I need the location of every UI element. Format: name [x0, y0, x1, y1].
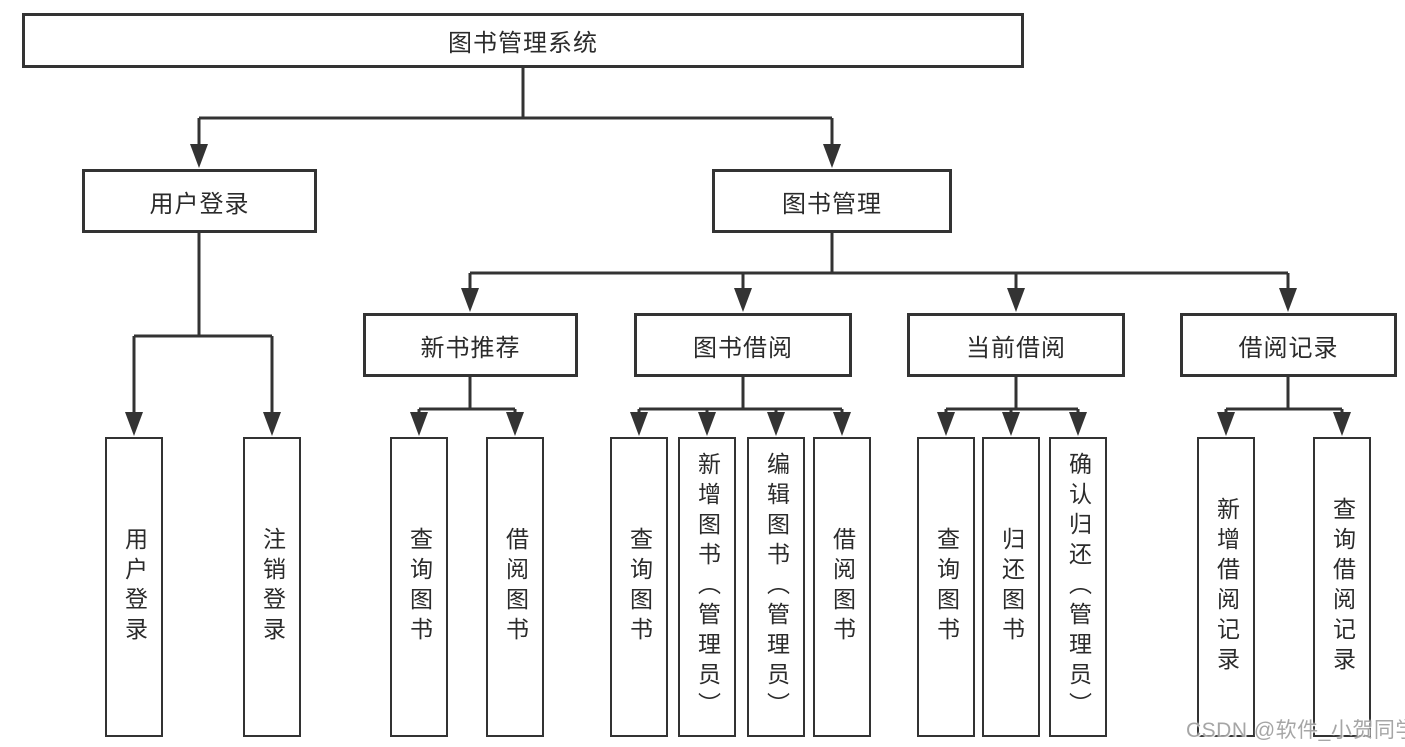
leaf-label: 新增借阅记录 — [1213, 497, 1240, 677]
node-user-login: 用户登录 — [82, 169, 317, 233]
node-leaf-add-borrow-record: 新增借阅记录 — [1197, 437, 1255, 737]
node-leaf-user-login: 用户登录 — [105, 437, 163, 737]
node-leaf-logout: 注销登录 — [243, 437, 301, 737]
node-borrow-records: 借阅记录 — [1180, 313, 1397, 377]
connector-user-login-to-leaves — [125, 233, 281, 436]
leaf-label: 编辑图书（管理员） — [763, 452, 790, 722]
node-root: 图书管理系统 — [22, 13, 1024, 68]
node-leaf-confirm-return-admin: 确认归还（管理员） — [1049, 437, 1107, 737]
leaf-label: 归还图书 — [998, 527, 1025, 647]
leaf-label: 查询图书 — [406, 527, 433, 647]
node-leaf-query-books-2: 查询图书 — [610, 437, 668, 737]
node-current-borrow: 当前借阅 — [907, 313, 1125, 377]
node-leaf-query-borrow-record: 查询借阅记录 — [1313, 437, 1371, 737]
node-leaf-edit-book-admin: 编辑图书（管理员） — [747, 437, 805, 737]
node-leaf-query-books-1: 查询图书 — [390, 437, 448, 737]
leaf-label: 用户登录 — [121, 527, 148, 647]
connector-current-borrow-to-leaves — [937, 377, 1087, 436]
connector-book-borrow-to-leaves — [630, 377, 851, 436]
node-leaf-return-book: 归还图书 — [982, 437, 1040, 737]
connector-new-books-to-leaves — [410, 377, 524, 436]
connector-root-to-level2 — [190, 68, 841, 168]
connector-borrow-records-to-leaves — [1217, 377, 1351, 436]
connector-book-mgmt-to-level3 — [461, 233, 1297, 312]
leaf-label: 确认归还（管理员） — [1065, 452, 1092, 722]
node-leaf-borrow-books-1: 借阅图书 — [486, 437, 544, 737]
node-leaf-add-book-admin: 新增图书（管理员） — [678, 437, 736, 737]
csdn-watermark: CSDN @软件_小贺同学 — [1186, 719, 1405, 742]
leaf-label: 注销登录 — [259, 527, 286, 647]
node-new-book-recommend: 新书推荐 — [363, 313, 578, 377]
leaf-label: 查询图书 — [933, 527, 960, 647]
leaf-label: 查询借阅记录 — [1329, 497, 1356, 677]
node-leaf-borrow-books-2: 借阅图书 — [813, 437, 871, 737]
leaf-label: 新增图书（管理员） — [694, 452, 721, 722]
leaf-label: 借阅图书 — [829, 527, 856, 647]
node-leaf-query-books-3: 查询图书 — [917, 437, 975, 737]
leaf-label: 借阅图书 — [502, 527, 529, 647]
leaf-label: 查询图书 — [626, 527, 653, 647]
node-book-management: 图书管理 — [712, 169, 952, 233]
node-book-borrow: 图书借阅 — [634, 313, 852, 377]
